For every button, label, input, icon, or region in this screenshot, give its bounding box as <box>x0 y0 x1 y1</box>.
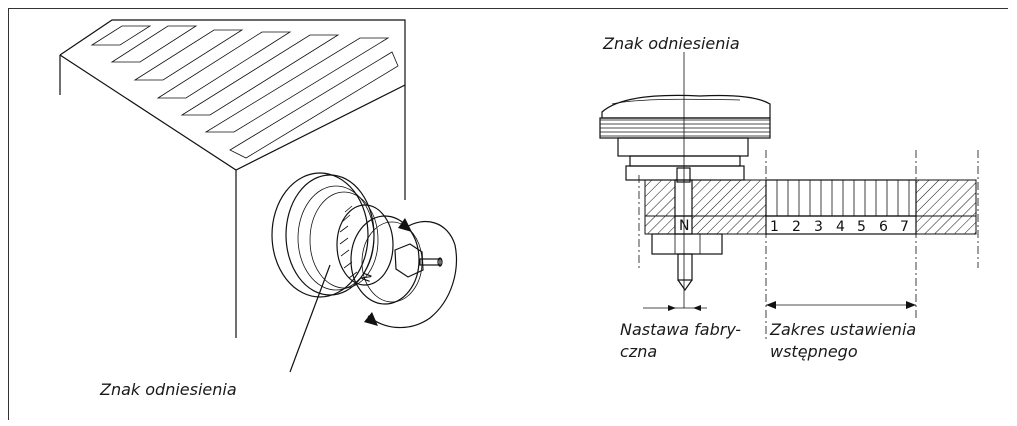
scale-number: 2 <box>792 219 801 235</box>
radiator-vent-slots <box>90 25 399 159</box>
presetting-range-label-line2: wstępnego <box>770 342 858 361</box>
scale-number: 1 <box>770 219 779 235</box>
scale-number: 5 <box>857 219 866 235</box>
factory-setting-label-line2: czna <box>620 342 658 361</box>
radiator-illustration <box>59 19 406 338</box>
diagram-frame <box>8 8 1008 420</box>
left-reference-label: Znak odniesienia <box>100 380 237 399</box>
scale-number: 7 <box>900 219 909 235</box>
scale-number: 3 <box>814 219 823 235</box>
valve-illustration <box>271 172 458 329</box>
scale-numbers: 1 2 3 4 5 6 7 <box>770 219 909 235</box>
scale-number: 4 <box>836 219 845 235</box>
cross-section-illustration <box>599 52 979 340</box>
factory-setting-label-line1: Nastawa fabry- <box>620 320 742 339</box>
presetting-range-label-line1: Zakres ustawienia <box>770 320 917 339</box>
ring-marker-letter: N <box>679 218 689 234</box>
right-reference-label: Znak odniesienia <box>603 34 740 53</box>
left-leader-line <box>289 264 331 373</box>
scale-number: 6 <box>879 219 888 235</box>
